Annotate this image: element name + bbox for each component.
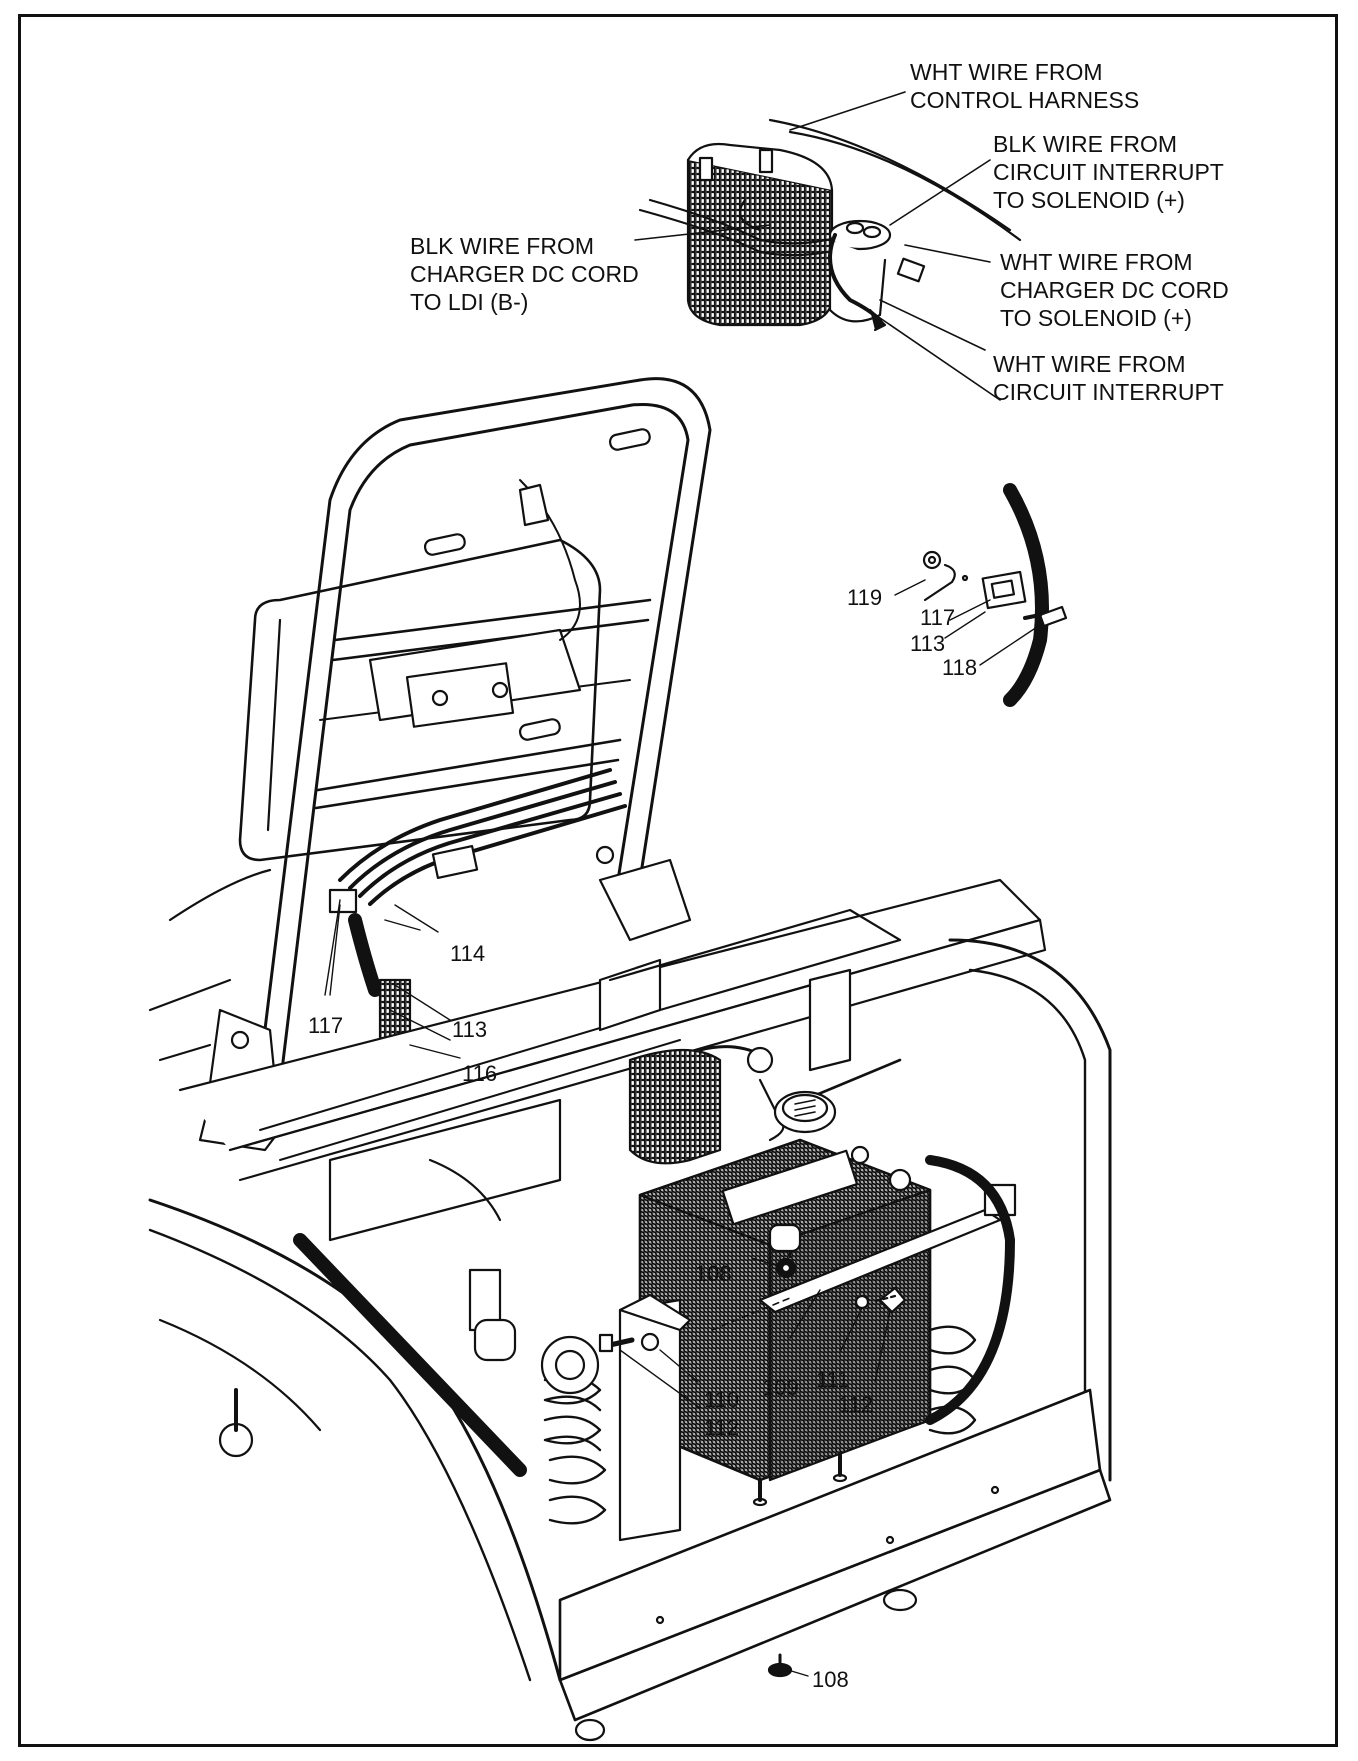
callout-wht-charger-dc-cord: WHT WIRE FROM CHARGER DC CORD TO SOLENOI… [1000,248,1229,332]
part-number-112: 112 [838,1392,874,1417]
diagram-frame [18,14,1338,1747]
part-number-113: 113 [910,631,946,656]
clamp-detail [894,483,1068,707]
part-number-108: 108 [695,1261,732,1286]
callout-blk-circuit-interrupt: BLK WIRE FROM CIRCUIT INTERRUPT TO SOLEN… [993,130,1224,214]
callout-line: CHARGER DC CORD [410,261,639,287]
part-number-114: 114 [450,941,486,966]
callout-line: TO SOLENOID (+) [993,187,1185,213]
callout-line: WHT WIRE FROM [910,59,1103,85]
charger-unit [598,908,902,1165]
part-number-116: 116 [462,1061,498,1086]
callout-leaders [634,91,991,351]
callout-line: TO SOLENOID (+) [1000,305,1192,331]
callout-line: BLK WIRE FROM [410,233,595,259]
part-number-110: 110 [704,1387,740,1412]
callout-line: WHT WIRE FROM [993,351,1186,377]
callout-line: WHT WIRE FROM [1000,249,1193,275]
callout-line: CIRCUIT INTERRUPT [993,159,1224,185]
part-number-113: 113 [452,1017,488,1042]
callout-line: BLK WIRE FROM [993,131,1178,157]
part-number-119: 119 [847,585,883,610]
part-number-118: 118 [942,655,978,680]
callout-line: TO LDI (B-) [410,289,529,315]
part-number-109: 109 [762,1375,799,1400]
part-number-117: 117 [920,605,956,630]
callout-wht-circuit-interrupt: WHT WIRE FROM CIRCUIT INTERRUPT [993,350,1224,406]
callout-line: CONTROL HARNESS [910,87,1140,113]
seat-back-assembly [238,377,712,1072]
part-number-111: 111 [816,1367,850,1392]
callout-line: CHARGER DC CORD [1000,277,1229,303]
callout-blk-charger-dc-cord: BLK WIRE FROM CHARGER DC CORD TO LDI (B-… [410,232,639,316]
callout-wht-control-harness: WHT WIRE FROM CONTROL HARNESS [910,58,1139,114]
part-number-112: 112 [704,1415,740,1440]
solenoid-box [329,904,1017,1678]
part-number-108: 108 [812,1667,849,1692]
part-number-117: 117 [308,1013,344,1038]
callout-line: CIRCUIT INTERRUPT [993,379,1224,405]
charger-detail-inset [638,118,1022,401]
